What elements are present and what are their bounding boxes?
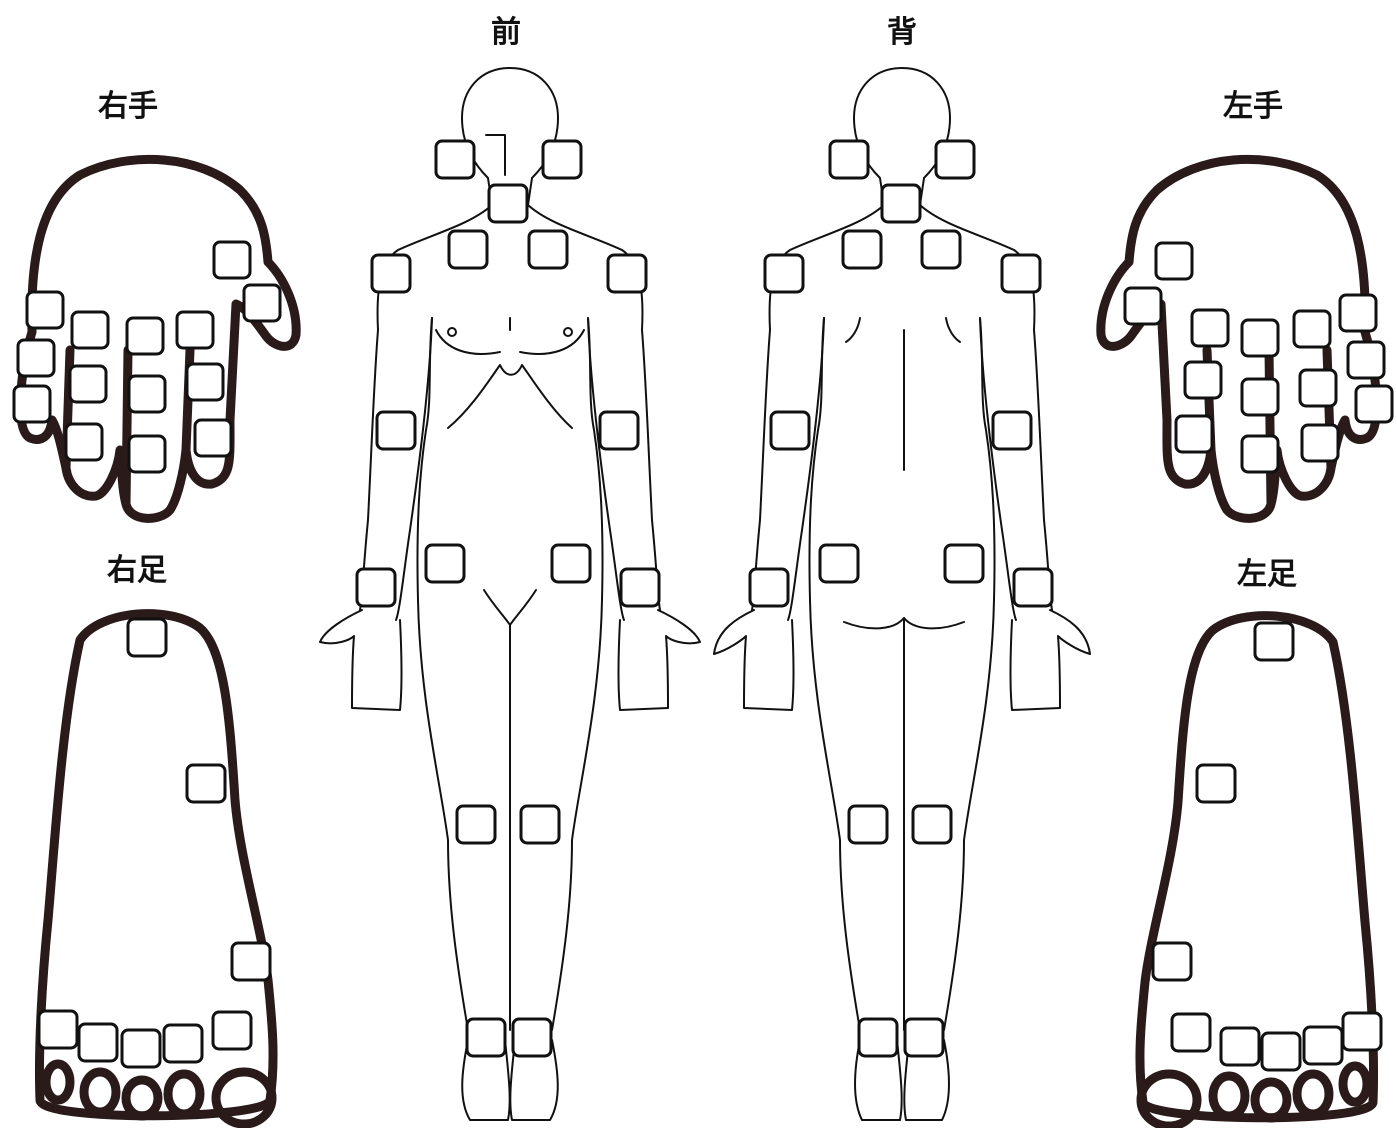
back-wrist-left-box[interactable]: [750, 569, 788, 606]
front-shoulder-right-box[interactable]: [372, 255, 410, 292]
left-hand-middle-mid-box[interactable]: [1242, 379, 1278, 415]
front-chest-left-box[interactable]: [529, 231, 567, 268]
back-ankle-left-box[interactable]: [859, 1019, 897, 1056]
right-hand-thumb-tip-box[interactable]: [214, 242, 250, 278]
back-upper-left-box[interactable]: [843, 231, 881, 268]
left-hand-thumb-tip-box[interactable]: [1156, 243, 1192, 279]
right-hand-index-tip-box[interactable]: [195, 420, 231, 456]
left-hand-middle-base-box[interactable]: [1242, 320, 1278, 356]
front-elbow-left-box[interactable]: [600, 412, 638, 449]
left-hand-index-mid-box[interactable]: [1185, 362, 1221, 398]
marker-boxes: [14, 141, 1392, 1070]
left-hand-index-base-box[interactable]: [1192, 310, 1228, 346]
front-ankle-right-box[interactable]: [467, 1019, 505, 1056]
left-foot-ball-box[interactable]: [1153, 943, 1191, 980]
right-foot-toe4-box[interactable]: [79, 1024, 117, 1061]
right-hand-middle-mid-box[interactable]: [129, 376, 165, 412]
right-foot-toe5-box[interactable]: [39, 1011, 77, 1048]
back-wrist-right-box[interactable]: [1014, 569, 1052, 606]
front-wrist-left-box[interactable]: [621, 569, 659, 606]
right-foot-toe2-box[interactable]: [164, 1025, 202, 1062]
front-hip-right-box[interactable]: [426, 545, 464, 582]
back-knee-right-box[interactable]: [913, 806, 951, 843]
right-hand-middle-base-box[interactable]: [127, 318, 163, 354]
front-head-right-box[interactable]: [436, 141, 474, 178]
right-hand-pinky-mid-box[interactable]: [18, 340, 54, 376]
right-hand-middle-tip-box[interactable]: [129, 436, 165, 472]
back-head-left-box[interactable]: [830, 141, 868, 178]
left-hand-ring-tip-box[interactable]: [1302, 425, 1338, 461]
back-ankle-right-box[interactable]: [905, 1019, 943, 1056]
left-hand-pinky-base-box[interactable]: [1340, 295, 1376, 331]
left-foot-toe3-box[interactable]: [1262, 1033, 1300, 1070]
front-knee-right-box[interactable]: [457, 806, 495, 843]
left-foot-toe4-box[interactable]: [1304, 1027, 1342, 1064]
right-hand-pinky-tip-box[interactable]: [14, 386, 50, 422]
left-foot-outer-box[interactable]: [1197, 765, 1235, 802]
back-upper-right-box[interactable]: [922, 231, 960, 268]
left-foot-heel-box[interactable]: [1255, 623, 1293, 660]
right-hand-thumb-joint-box[interactable]: [244, 285, 280, 321]
front-head-left-box[interactable]: [543, 141, 581, 178]
left-foot-toe1-box[interactable]: [1172, 1014, 1210, 1051]
back-knee-left-box[interactable]: [849, 806, 887, 843]
right-hand-ring-base-box[interactable]: [72, 312, 108, 348]
right-foot-toe1-box[interactable]: [213, 1012, 251, 1049]
right-foot-ball-box[interactable]: [232, 943, 270, 980]
left-hand-pinky-tip-box[interactable]: [1356, 386, 1392, 422]
right-foot-heel-box[interactable]: [128, 619, 166, 656]
left-hand-pinky-mid-box[interactable]: [1348, 342, 1384, 378]
back-shoulder-left-box[interactable]: [765, 255, 803, 292]
front-elbow-right-box[interactable]: [377, 412, 415, 449]
back-hip-right-box[interactable]: [945, 545, 983, 582]
left-hand-index-tip-box[interactable]: [1176, 416, 1212, 452]
left-hand-ring-mid-box[interactable]: [1300, 370, 1336, 406]
left-hand-thumb-joint-box[interactable]: [1125, 288, 1161, 324]
right-foot-outer-box[interactable]: [187, 765, 225, 802]
right-foot-toe3-box[interactable]: [122, 1030, 160, 1067]
front-hip-left-box[interactable]: [552, 545, 590, 582]
front-knee-left-box[interactable]: [521, 806, 559, 843]
back-neck-box[interactable]: [882, 185, 920, 222]
back-head-right-box[interactable]: [936, 141, 974, 178]
right-hand-index-base-box[interactable]: [177, 312, 213, 348]
front-wrist-right-box[interactable]: [357, 569, 395, 606]
back-shoulder-right-box[interactable]: [1002, 255, 1040, 292]
right-hand-index-mid-box[interactable]: [187, 364, 223, 400]
left-foot-toe2-box[interactable]: [1221, 1028, 1259, 1065]
left-foot-toe5-box[interactable]: [1343, 1013, 1381, 1050]
back-elbow-right-box[interactable]: [993, 412, 1031, 449]
left-hand-middle-tip-box[interactable]: [1242, 436, 1278, 472]
back-elbow-left-box[interactable]: [771, 412, 809, 449]
left-hand-ring-base-box[interactable]: [1294, 311, 1330, 347]
back-hip-left-box[interactable]: [820, 545, 858, 582]
front-ankle-left-box[interactable]: [513, 1019, 551, 1056]
left-hand-outline: [1101, 159, 1377, 518]
right-hand-ring-tip-box[interactable]: [66, 424, 102, 460]
front-chest-right-box[interactable]: [449, 231, 487, 268]
front-shoulder-left-box[interactable]: [608, 255, 646, 292]
front-neck-box[interactable]: [489, 185, 527, 222]
right-hand-pinky-base-box[interactable]: [27, 292, 63, 328]
right-hand-ring-mid-box[interactable]: [70, 366, 106, 402]
